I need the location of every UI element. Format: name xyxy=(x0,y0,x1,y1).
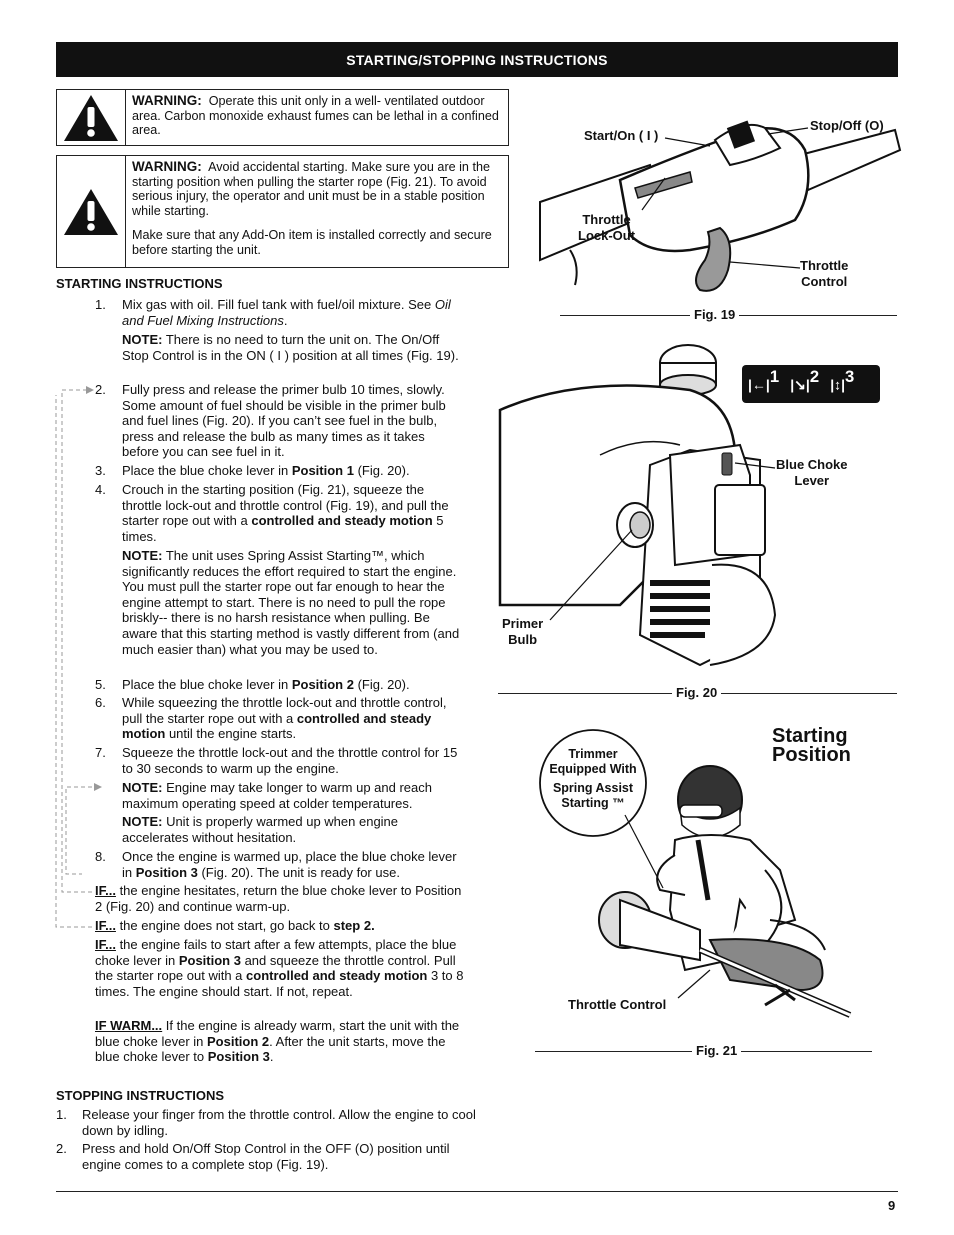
stopping-heading: STOPPING INSTRUCTIONS xyxy=(56,1088,225,1103)
spring-assist-badge xyxy=(539,729,647,837)
choke-pos-2: 2 xyxy=(809,367,820,386)
step-number: 8. xyxy=(95,849,106,864)
note-on-off: NOTE: There is no need to turn the unit … xyxy=(122,332,459,363)
starting-position-title: Starting Position xyxy=(772,725,851,766)
warning-text: WARNING: Operate this unit only in a wel… xyxy=(126,90,508,145)
warning-icon-cell xyxy=(57,156,126,267)
warning-box-ventilation: WARNING: Operate this unit only in a wel… xyxy=(56,89,509,146)
if-hesitates: IF... the engine hesitates, return the b… xyxy=(95,883,462,914)
step-7: Squeeze the throttle lock-out and the th… xyxy=(122,745,458,776)
fig21-operator-illustration xyxy=(598,765,852,1018)
warning-label: WARNING: xyxy=(132,159,202,174)
label-start-on: Start/On ( I ) xyxy=(584,128,659,143)
step-number: 1. xyxy=(95,297,106,312)
section-title: STARTING/STOPPING INSTRUCTIONS xyxy=(346,51,608,68)
step-number: 2. xyxy=(56,1141,67,1156)
warning-text: WARNING: Avoid accidental starting. Make… xyxy=(126,156,508,267)
label-stop-off: Stop/Off (O) xyxy=(810,118,884,133)
badge-text-1: Trimmer Equipped With xyxy=(549,747,637,776)
step-number: 5. xyxy=(95,677,106,692)
label-primer-bulb: Primer Bulb xyxy=(502,616,544,647)
step-6: While squeezing the throttle lock-out an… xyxy=(122,695,447,742)
label-throttle-lockout: Throttle Lock-Out xyxy=(578,212,636,243)
step-number: 4. xyxy=(95,482,106,497)
stop-step-2: Press and hold On/Off Stop Control in th… xyxy=(82,1141,450,1172)
fig19-caption: Fig. 19 xyxy=(690,307,740,322)
step-3: Place the blue choke lever in Position 1… xyxy=(122,463,410,478)
step-8: Once the engine is warmed up, place the … xyxy=(122,849,457,880)
fig21-caption: Fig. 21 xyxy=(692,1043,742,1058)
fig20-illustration xyxy=(498,344,880,667)
step-5: Place the blue choke lever in Position 2… xyxy=(122,677,410,692)
warning-label: WARNING: xyxy=(132,93,202,108)
step-1: Mix gas with oil. Fill fuel tank with fu… xyxy=(122,297,451,328)
warning-triangle-icon xyxy=(64,94,118,141)
warning-body: Operate this unit only in a well- ventil… xyxy=(132,94,499,138)
label-throttle-control: Throttle Control xyxy=(800,258,849,289)
fig19-illustration xyxy=(539,120,902,292)
page-number: 9 xyxy=(888,1198,896,1213)
footer-rule xyxy=(56,1191,898,1192)
step-number: 7. xyxy=(95,745,106,760)
warning-triangle-icon xyxy=(64,188,118,235)
warning-icon-cell xyxy=(57,90,126,145)
note-warmed-up: NOTE: Unit is properly warmed up when en… xyxy=(122,814,399,845)
step-number: 3. xyxy=(95,463,106,478)
fig20-caption: Fig. 20 xyxy=(672,685,722,700)
stop-step-1: Release your finger from the throttle co… xyxy=(82,1107,476,1138)
section-header: STARTING/STOPPING INSTRUCTIONS xyxy=(56,42,898,77)
note-cold-temp: NOTE: Engine may take longer to warm up … xyxy=(122,780,432,811)
if-no-start: IF... the engine does not start, go back… xyxy=(95,918,375,933)
note-spring-assist: NOTE: The unit uses Spring Assist Starti… xyxy=(122,548,460,657)
starting-heading: STARTING INSTRUCTIONS xyxy=(56,276,223,291)
choke-pos-3: 3 xyxy=(845,367,855,386)
choke-pos-1: 1 xyxy=(769,367,780,386)
warning-body-2: Make sure that any Add-On item is instal… xyxy=(132,228,492,257)
label-throttle-control-fig21: Throttle Control xyxy=(568,997,667,1012)
warning-box-accidental-start: WARNING: Avoid accidental starting. Make… xyxy=(56,155,509,268)
badge-text-2: Spring Assist Starting ™ xyxy=(552,781,634,810)
choke-position-badge: |←|1 |↘|2 |↕|3 xyxy=(748,367,855,393)
label-blue-choke-lever: Blue Choke Lever xyxy=(776,457,848,488)
warning-body: Avoid accidental starting. Make sure you… xyxy=(132,160,490,218)
step-2: Fully press and release the primer bulb … xyxy=(122,382,446,460)
step-number: 1. xyxy=(56,1107,67,1122)
if-fails: IF... the engine fails to start after a … xyxy=(95,937,464,999)
step-4: Crouch in the starting position (Fig. 21… xyxy=(122,482,449,544)
if-warm: IF WARM... If the engine is already warm… xyxy=(95,1018,460,1065)
step-number: 2. xyxy=(95,382,106,397)
step-number: 6. xyxy=(95,695,106,710)
